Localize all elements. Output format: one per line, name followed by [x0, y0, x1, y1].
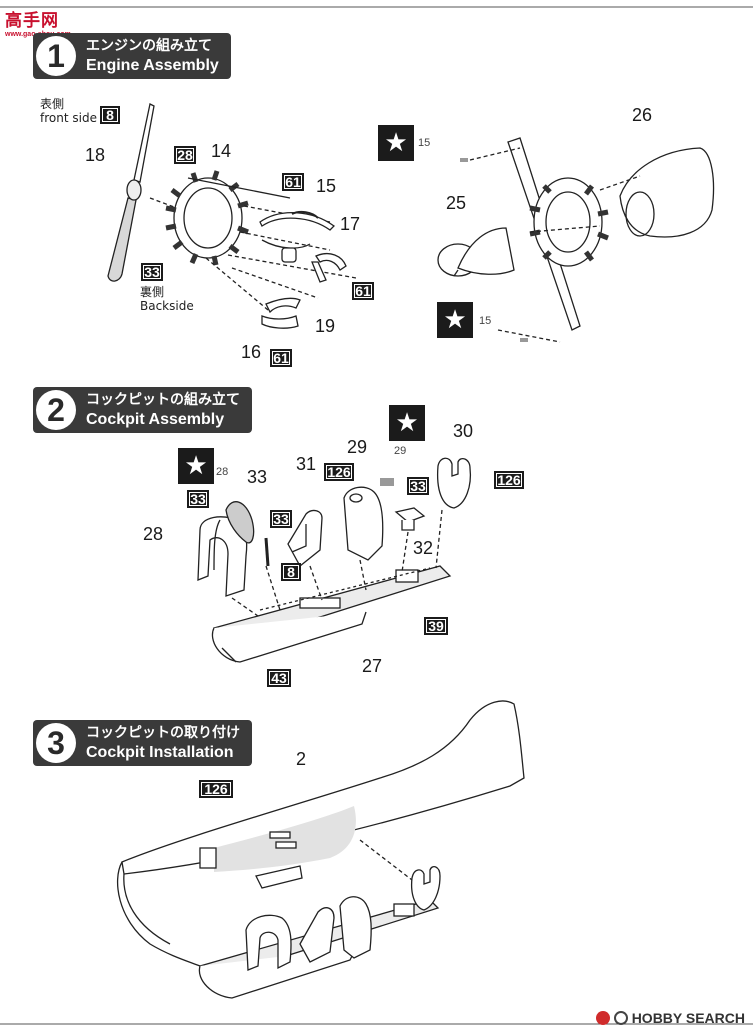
- part-number: 19: [315, 316, 336, 336]
- part-number: 31: [296, 454, 317, 474]
- part-number: 28: [143, 524, 164, 544]
- small-part-number: 15: [418, 137, 431, 149]
- step-2-title-en: Cockpit Assembly: [86, 411, 225, 428]
- color-box: 8: [100, 106, 120, 124]
- step-3-title-en: Cockpit Installation: [86, 744, 234, 761]
- color-box: 61: [352, 282, 374, 300]
- cockpit-floor-drawing: [211, 565, 452, 663]
- part-number: 18: [85, 145, 106, 165]
- fuselage-drawing: [116, 700, 525, 967]
- step-3-title-jp: コックピットの取り付け: [86, 725, 240, 741]
- color-box: 61: [282, 173, 304, 191]
- front-side-jp: 表側: [40, 97, 65, 111]
- rear-bulkhead-drawing: [435, 457, 472, 569]
- backside-note: 裏側 Backside: [140, 285, 194, 313]
- installed-cockpit-drawing: [198, 865, 441, 999]
- color-box: 39: [424, 617, 448, 635]
- back-side-jp: 裏側: [140, 285, 165, 299]
- seat-frame-drawing: [197, 516, 259, 617]
- small-part-number: 29: [394, 445, 407, 457]
- brand-logo-icon: [595, 1011, 610, 1025]
- color-box: 33: [270, 510, 292, 528]
- cowling-drawing: [437, 137, 715, 343]
- part-number: 26: [632, 105, 653, 125]
- seat-bracket-drawing: [394, 507, 426, 573]
- step-1-header: 1 エンジンの組み立て Engine Assembly: [33, 33, 231, 79]
- part-number: 27: [362, 656, 383, 676]
- part-number: 30: [453, 421, 474, 441]
- part-number: 16: [241, 342, 262, 362]
- back-side-en: Backside: [140, 299, 194, 313]
- step-3-header: 3 コックピットの取り付け Cockpit Installation: [33, 720, 252, 766]
- part-number: 33: [247, 467, 268, 487]
- watermark-text: 高手网: [5, 11, 59, 31]
- engine-subparts-drawing: [231, 210, 347, 329]
- step-1-number: 1: [36, 36, 76, 76]
- color-box: 8: [281, 563, 301, 581]
- small-part-number: 28: [216, 466, 229, 478]
- part-number: 32: [413, 538, 434, 558]
- color-box: 126: [324, 463, 354, 481]
- front-side-en: front side: [40, 111, 97, 125]
- watermark-bottom-text: HOBBY SEARCH: [631, 1010, 745, 1026]
- part-number: 14: [211, 141, 232, 161]
- watermark-bottom-right: HOBBY SEARCH: [595, 1010, 745, 1026]
- engine-drawing: [165, 170, 357, 311]
- star-icon: ★: [378, 125, 414, 161]
- star-icon: ★: [178, 448, 214, 484]
- star-icon: ★: [437, 302, 473, 338]
- color-box: 61: [270, 349, 292, 367]
- color-box: 33: [187, 490, 209, 508]
- part-number: 2: [296, 749, 307, 769]
- color-box: 28: [174, 146, 196, 164]
- small-part-number: 15: [479, 315, 492, 327]
- bulkhead-drawing: [343, 486, 384, 591]
- front-side-note: 表側 front side: [40, 97, 97, 125]
- step-3-number: 3: [36, 723, 76, 763]
- color-box: 126: [494, 471, 524, 489]
- part-number: 17: [340, 214, 361, 234]
- step-2-header: 2 コックピットの組み立て Cockpit Assembly: [33, 387, 252, 433]
- color-box: 126: [199, 780, 233, 798]
- step-1-title-en: Engine Assembly: [86, 57, 219, 74]
- step-2-title-jp: コックピットの組み立て: [86, 392, 240, 408]
- step-1-title-jp: エンジンの組み立て: [86, 38, 212, 54]
- color-box: 33: [141, 263, 163, 281]
- propeller-drawing: [107, 103, 183, 282]
- part-number: 29: [347, 437, 368, 457]
- registered-icon: [613, 1011, 628, 1025]
- part-number: 15: [316, 176, 337, 196]
- star-icon: ★: [389, 405, 425, 441]
- armor-plate-drawing: [225, 501, 255, 544]
- pilot-seat-drawing: [287, 509, 323, 601]
- part-number: 25: [446, 193, 467, 213]
- color-box: 33: [407, 477, 429, 495]
- step-2-number: 2: [36, 390, 76, 430]
- color-box: 43: [267, 669, 291, 687]
